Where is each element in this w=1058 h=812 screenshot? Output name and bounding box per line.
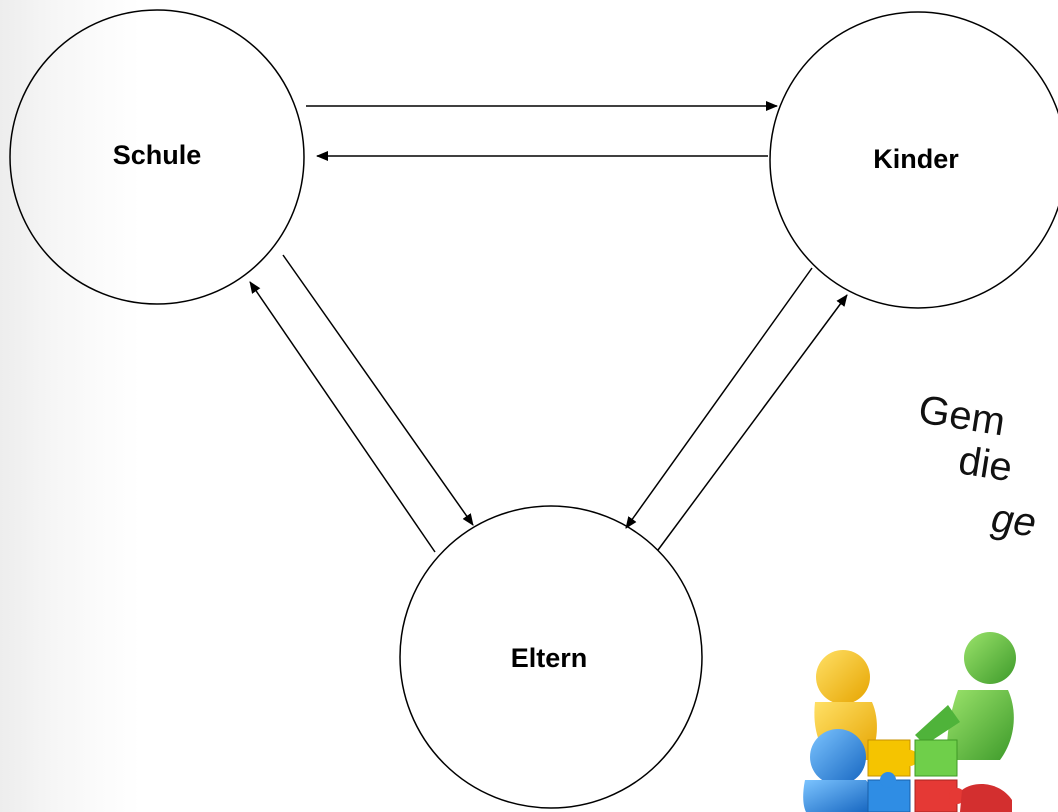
arrow-kinder-to-eltern: [625, 267, 813, 529]
arrow-eltern-to-kinder: [657, 294, 848, 551]
slogan-line-2: die: [956, 438, 1016, 490]
node-kinder-circle: [769, 11, 1058, 309]
node-eltern-label: Eltern: [511, 643, 588, 673]
slogan: Gem die ge: [916, 387, 1039, 545]
puzzle-teamwork-figures-icon: [803, 632, 1016, 812]
arrow-eltern-to-schule: [249, 281, 436, 553]
slogan-line-3: ge: [989, 496, 1039, 545]
node-schule-circle: [9, 9, 305, 305]
node-kinder-label: Kinder: [873, 144, 959, 174]
node-schule-label: Schule: [113, 140, 202, 170]
arrow-schule-to-eltern: [282, 254, 474, 526]
slogan-line-1: Gem: [916, 387, 1009, 444]
node-eltern-circle: [399, 505, 703, 809]
